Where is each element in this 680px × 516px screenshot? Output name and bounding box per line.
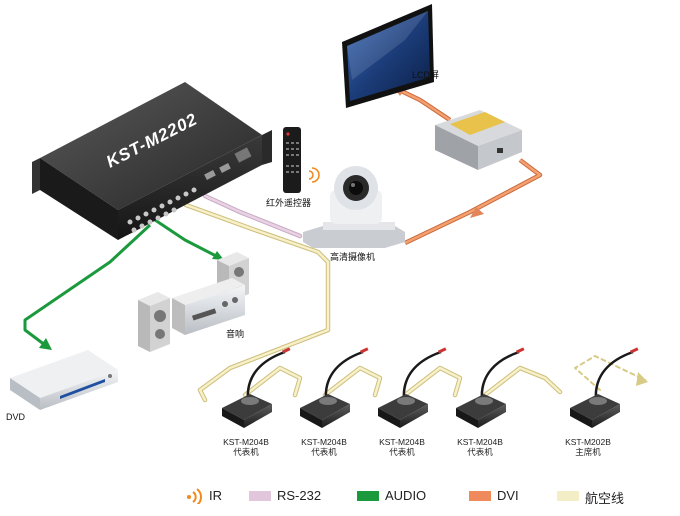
mic-chairman: [570, 347, 639, 428]
mic-4-role: 代表机: [467, 447, 493, 457]
mic-2: [300, 347, 369, 428]
mic-2-model: KST-M204B: [301, 437, 347, 447]
mic-1-label: KST-M204B 代表机: [211, 437, 281, 457]
dvd-label: DVD: [6, 412, 26, 422]
mic-chairman-role: 主席机: [575, 447, 601, 457]
lcd-screen: [342, 4, 434, 108]
camera-label: 高清摄像机: [330, 252, 376, 262]
mic-4: [456, 347, 525, 428]
mic-1: [222, 347, 291, 428]
legend-label-audio: AUDIO: [385, 488, 427, 503]
mic-chairman-label: KST-M202B 主席机: [553, 437, 623, 457]
mic-3-role: 代表机: [389, 447, 415, 457]
mic-1-role: 代表机: [233, 447, 259, 457]
mic-3-model: KST-M204B: [379, 437, 425, 447]
legend-label-dvi: DVI: [497, 488, 519, 503]
rs232-cable: [202, 193, 303, 239]
legend-label-rs232: RS-232: [277, 488, 322, 503]
mic-2-label: KST-M204B 代表机: [289, 437, 359, 457]
remote-label: 红外遥控器: [266, 198, 312, 208]
legend: IR RS-232 AUDIO DVI 航空线: [185, 484, 665, 508]
legend-swatch-dvi: [469, 491, 491, 501]
legend-swatch-aviation: [557, 491, 579, 501]
hd-camera: [303, 166, 405, 248]
ir-wave-icon: [187, 488, 202, 504]
audio-label: 音响: [226, 329, 245, 339]
mic-chairman-model: KST-M202B: [565, 437, 611, 447]
lcd-label: LCD屏: [412, 70, 440, 80]
legend-swatch-rs232: [249, 491, 271, 501]
dvd-player: [10, 350, 118, 410]
mic-1-model: KST-M204B: [223, 437, 269, 447]
aviation-cable: [183, 202, 648, 403]
dvi-converter: [435, 110, 522, 170]
mic-3-label: KST-M204B 代表机: [367, 437, 437, 457]
legend-label-aviation: 航空线: [585, 491, 625, 506]
ir-remote: [283, 127, 320, 193]
mic-4-model: KST-M204B: [457, 437, 503, 447]
mic-2-role: 代表机: [311, 447, 337, 457]
legend-swatch-audio: [357, 491, 379, 501]
audio-system: [138, 252, 249, 352]
mic-4-label: KST-M204B 代表机: [445, 437, 515, 457]
controller-unit: [32, 82, 272, 240]
legend-label-ir: IR: [209, 488, 222, 503]
audio-cables: [23, 218, 224, 350]
mic-3: [378, 347, 447, 428]
